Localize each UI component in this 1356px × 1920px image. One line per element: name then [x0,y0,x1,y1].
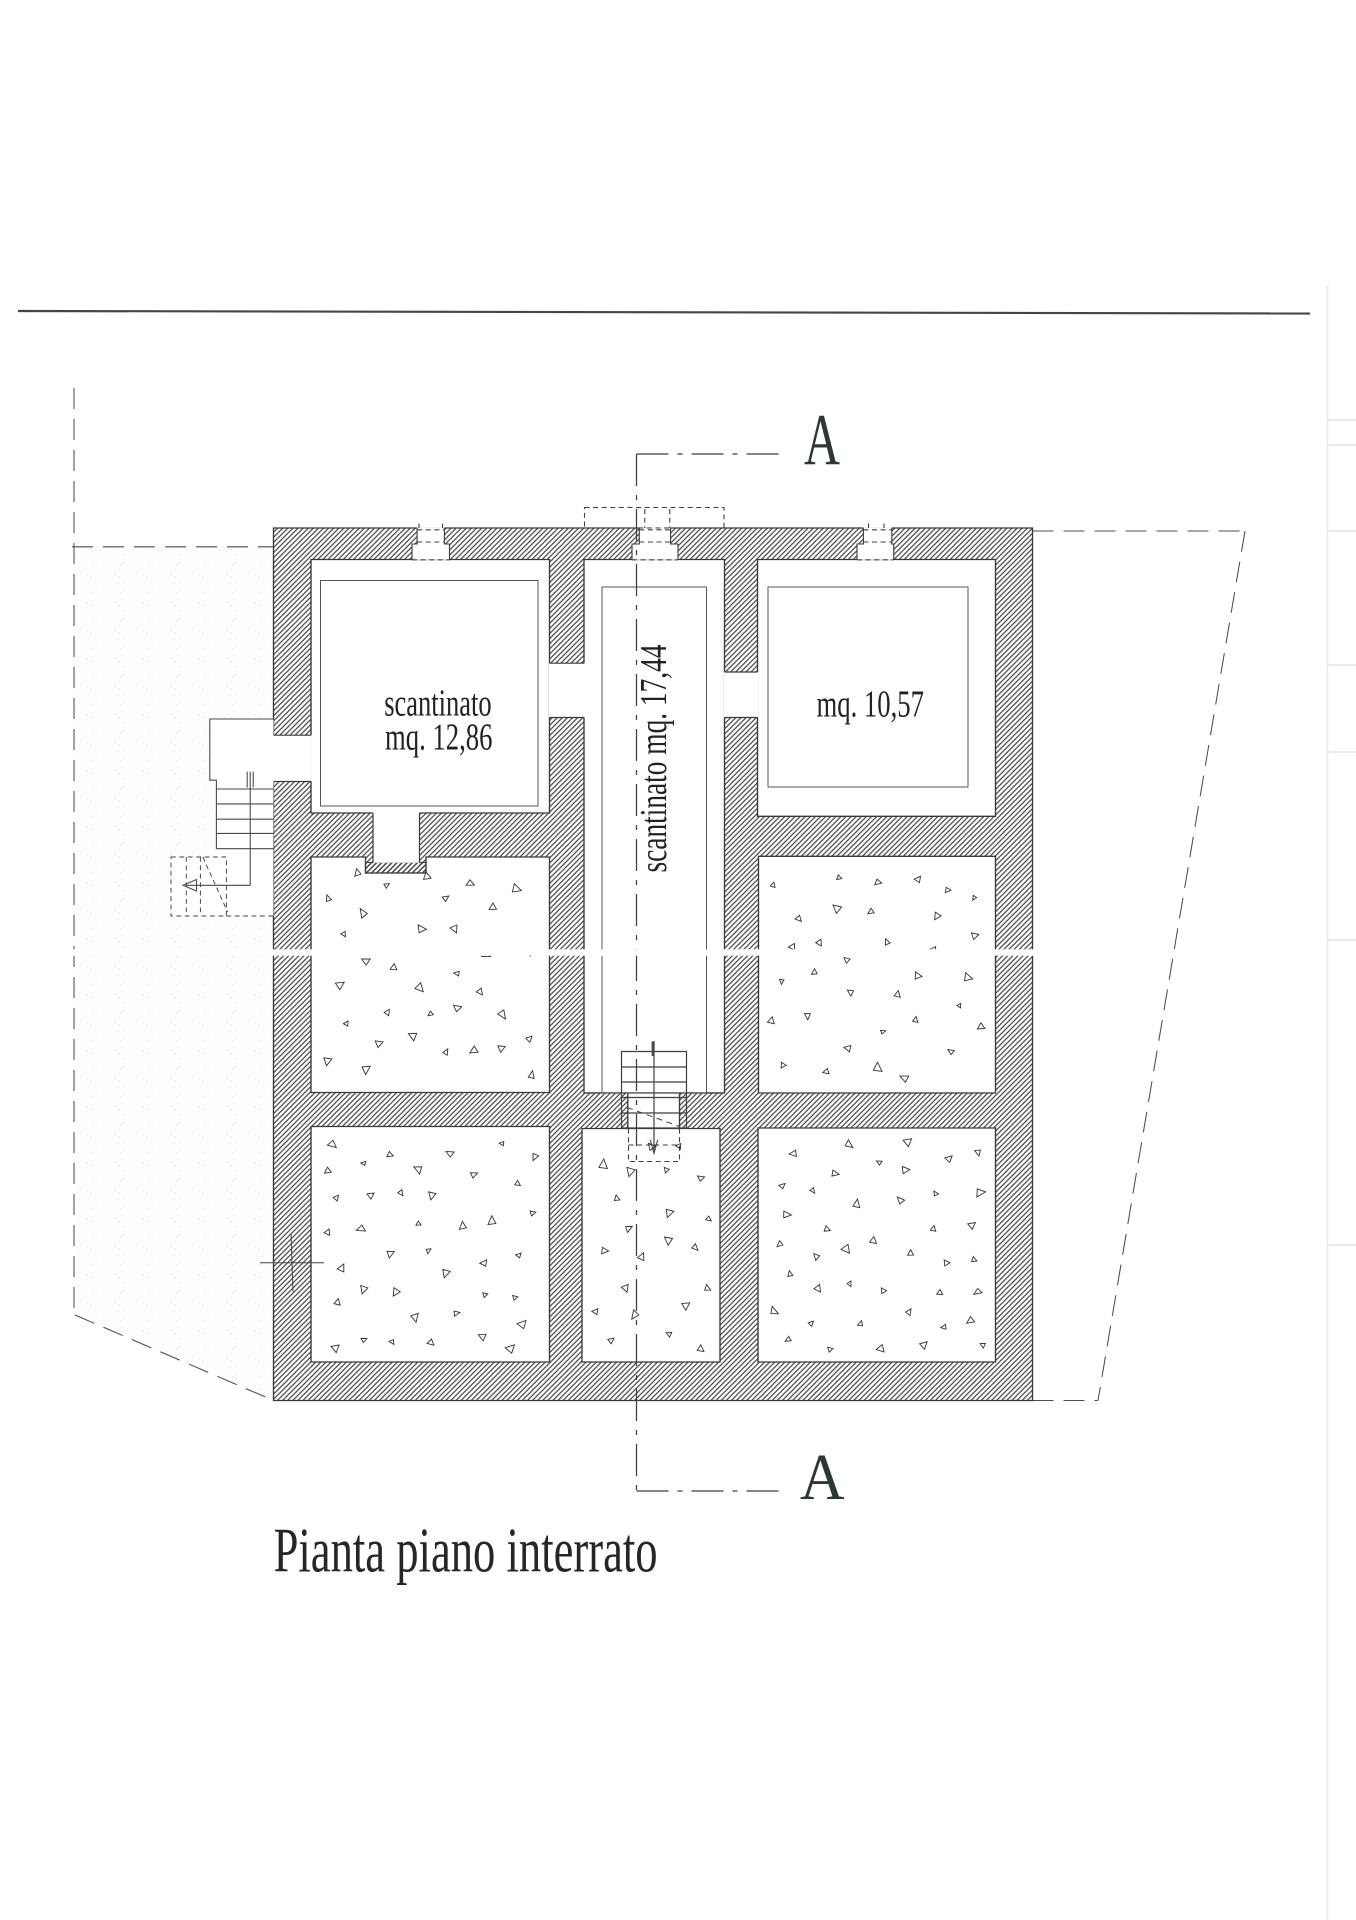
svg-text:Pianta piano interrato: Pianta piano interrato [274,1515,658,1586]
svg-text:scantinato: scantinato [384,683,491,725]
svg-text:A: A [804,399,840,480]
svg-text:scantinato mq. 17,44: scantinato mq. 17,44 [633,645,675,873]
svg-text:A: A [800,1441,845,1514]
svg-text:mq. 12,86: mq. 12,86 [385,717,492,759]
svg-text:mq. 10,57: mq. 10,57 [817,684,924,726]
